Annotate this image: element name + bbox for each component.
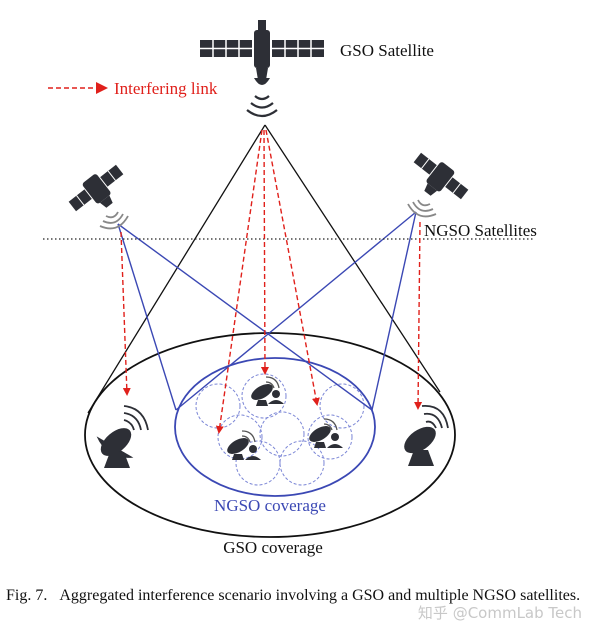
gso-coverage-label: GSO coverage: [223, 538, 323, 557]
interference-diagram: Interfering link: [43, 20, 537, 557]
ngso-coverage-ellipse: [174, 357, 376, 497]
ngso-terminal-right-signal-icon: [323, 418, 338, 431]
spot-cell: [217, 414, 263, 460]
ngso-satellites-label: NGSO Satellites: [424, 221, 537, 240]
ngso-terminal-left-signal-icon: [241, 430, 256, 443]
interfering-links: [120, 129, 423, 434]
gso-beam-lines: [87, 124, 441, 414]
gso-dish-right-signal-icon: [421, 405, 449, 429]
legend-interfering-label: Interfering link: [114, 79, 218, 98]
gso-satellite-icon: [200, 20, 324, 85]
ngso-terminal-top-icon: [251, 384, 284, 406]
spot-cell: [235, 440, 281, 486]
spot-cell: [279, 440, 325, 486]
ngso-signal-left-icon: [99, 211, 129, 230]
gso-dish-left-signal-icon: [123, 405, 149, 431]
ngso-satellite-right-icon: [413, 152, 469, 200]
ngso-terminal-top-signal-icon: [265, 376, 280, 389]
ngso-signal-right-icon: [407, 199, 437, 218]
arrow-icon: [96, 82, 108, 94]
spot-cell: [319, 383, 365, 429]
gso-dish-right-icon: [404, 426, 436, 466]
gso-signal-icon: [246, 95, 278, 118]
ngso-spot-cells: [195, 373, 365, 486]
watermark: 知乎 @CommLab Tech: [417, 604, 582, 622]
spot-cell: [241, 373, 287, 419]
ngso-terminal-right-icon: [309, 426, 343, 448]
spot-cell: [195, 383, 241, 429]
ngso-satellite-left-icon: [68, 164, 124, 212]
gso-dish-left-icon: [96, 428, 134, 468]
ngso-terminal-left-icon: [227, 438, 261, 460]
legend-interfering-link: Interfering link: [48, 79, 218, 98]
spot-cell: [307, 414, 353, 460]
ngso-coverage-label: NGSO coverage: [214, 496, 326, 515]
figure-caption: Fig. 7. Aggregated interference scenario…: [6, 587, 581, 604]
gso-satellite-label: GSO Satellite: [340, 41, 434, 60]
ngso-beam-lines: [117, 211, 417, 411]
spot-cell: [259, 411, 305, 457]
